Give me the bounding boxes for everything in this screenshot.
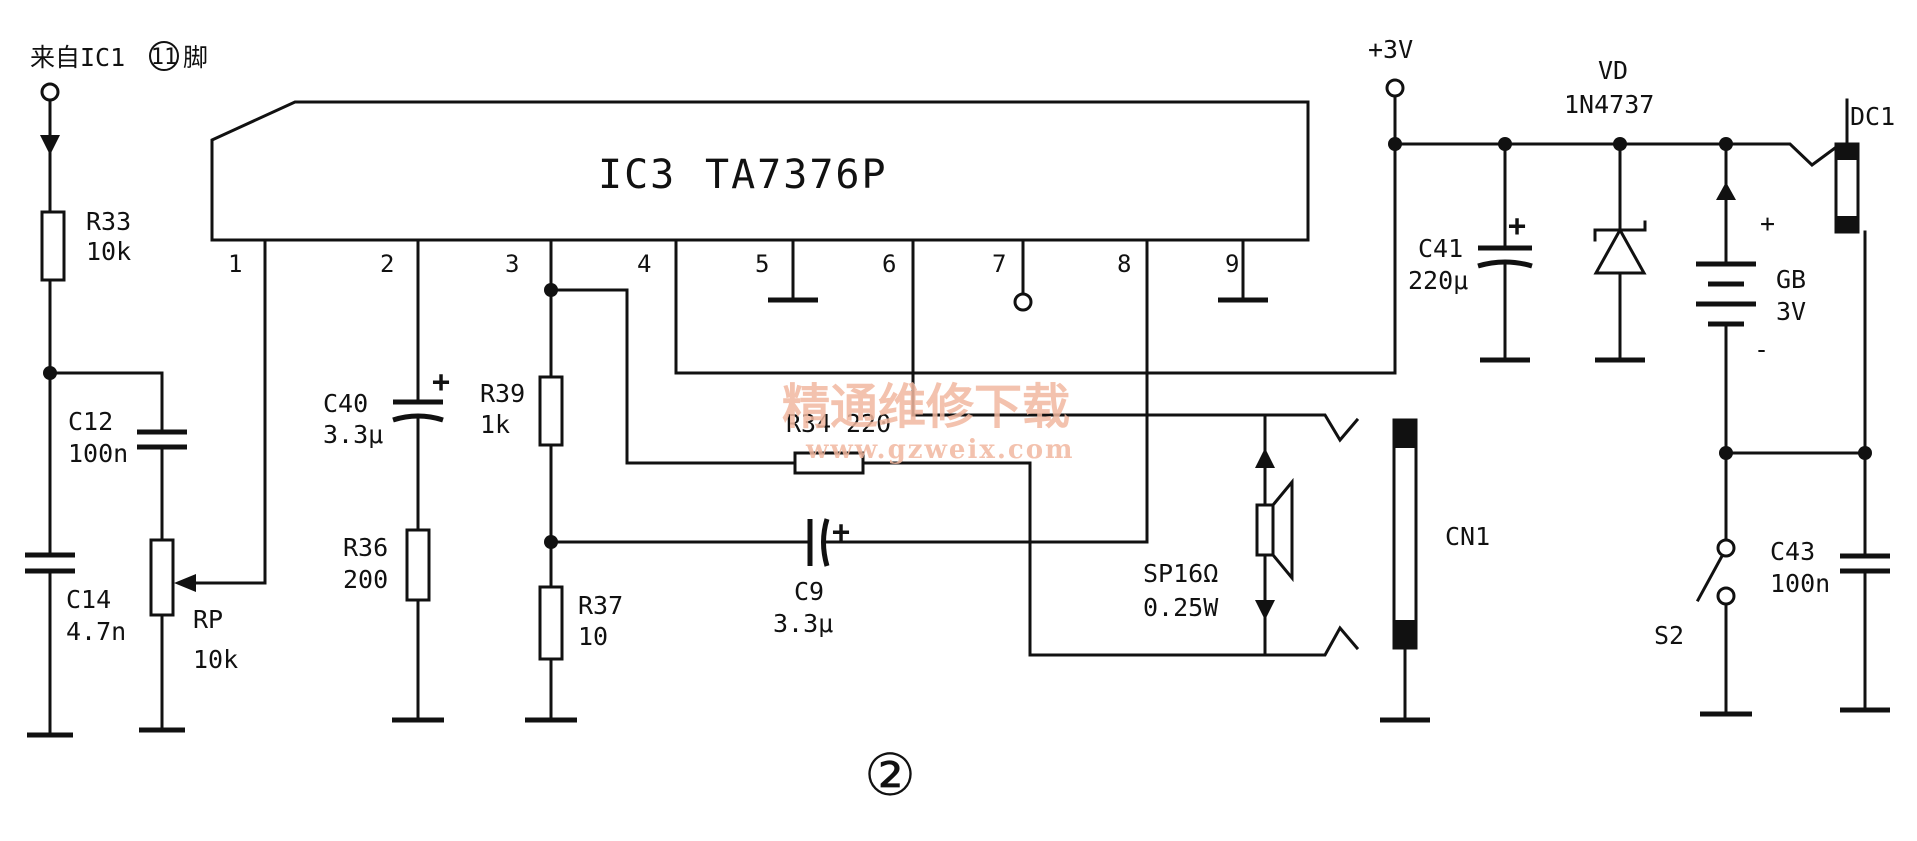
r33-ref: R33: [86, 207, 131, 236]
pin-4: 4: [637, 250, 651, 278]
pin-7: 7: [992, 250, 1006, 278]
diode-icon: [1593, 226, 1647, 275]
vd-value: 1N4737: [1564, 90, 1654, 119]
c9-value: 3.3μ: [773, 609, 833, 638]
watermark: 精通维修下载 www.gzweix.com: [782, 379, 1075, 465]
resistor-r39: R39 1k: [480, 375, 564, 447]
pin-6: 6: [882, 250, 896, 278]
gb-minus: -: [1754, 335, 1769, 364]
supply-terminal: +3V: [1368, 35, 1413, 98]
resistor-r36: R36 200: [343, 528, 431, 602]
c40-value: 3.3μ: [323, 420, 383, 449]
battery-gb: + - GB 3V: [1696, 142, 1806, 364]
ic3-package: IC3 TA7376P: [210, 100, 1310, 242]
speaker-icon: [1255, 503, 1275, 557]
input-pin-number: 11: [151, 45, 178, 70]
r34-ref: R34: [786, 409, 831, 438]
vd-ref: VD: [1598, 56, 1628, 85]
capacitor-c41: + C41 220μ: [1408, 142, 1533, 363]
supply-node: [1385, 78, 1405, 98]
arrow-up-icon: [1716, 182, 1736, 200]
input-pin-circle: [149, 41, 179, 71]
c14-ref: C14: [66, 585, 111, 614]
capacitor-c40: + C40 3.3μ: [323, 365, 450, 449]
switch-s2: S2: [1654, 538, 1752, 717]
resistor-r34: R34 220: [786, 409, 891, 475]
arrow-up-icon: [1255, 448, 1275, 468]
c43-value: 100n: [1770, 569, 1830, 598]
s2-ref: S2: [1654, 621, 1684, 650]
ic-part: TA7376P: [705, 152, 888, 198]
capacitor-c43: C43 100n: [1770, 537, 1890, 713]
capacitor-c12: C12 100n: [68, 407, 187, 468]
c41-value: 220μ: [1408, 266, 1468, 295]
c12-value: 100n: [68, 439, 128, 468]
ic-pin-numbers: 1 2 3 4 5 6 7 8 9: [228, 250, 1239, 278]
pin-3: 3: [505, 250, 519, 278]
input-label: 来自IC1: [30, 43, 125, 72]
signal-arrow-icon: [40, 135, 60, 155]
c12-ref: C12: [68, 407, 113, 436]
resistor-r33: R33 10k: [40, 207, 131, 282]
c40-ref: C40: [323, 389, 368, 418]
c40-polarity: +: [432, 365, 450, 400]
r39-value: 1k: [480, 410, 510, 439]
figure-number: ②: [864, 741, 916, 809]
input-suffix: 脚: [183, 43, 208, 72]
zener-vd: VD 1N4737: [1564, 56, 1654, 363]
pin-9: 9: [1225, 250, 1239, 278]
capacitor-c9: + C9 3.3μ: [773, 515, 850, 638]
cn1-ref: CN1: [1445, 522, 1490, 551]
r33-value: 10k: [86, 237, 131, 266]
watermark-text: 精通维修下载: [782, 379, 1070, 435]
sp-ref: SP16Ω: [1143, 559, 1218, 588]
r37-value: 10: [578, 622, 608, 651]
c14-value: 4.7n: [66, 617, 126, 646]
resistor-r37: R37 10: [538, 585, 623, 661]
c41-ref: C41: [1418, 234, 1463, 263]
ic-ref: IC3: [598, 152, 676, 198]
r37-ref: R37: [578, 591, 623, 620]
r34-value: 220: [846, 409, 891, 438]
potentiometer-rp: RP 10k: [149, 238, 267, 674]
c43-ref: C43: [1770, 537, 1815, 566]
r36-value: 200: [343, 565, 388, 594]
gb-ref: GB: [1776, 265, 1806, 294]
c41-polarity: +: [1508, 209, 1526, 244]
pin7-test-point: [1013, 292, 1033, 312]
sp-value: 0.25W: [1143, 593, 1219, 622]
watermark-url: www.gzweix.com: [805, 435, 1075, 465]
speaker-sp: SP16Ω 0.25W: [1143, 413, 1294, 657]
capacitor-c14: C14 4.7n: [25, 552, 126, 646]
input-node: [40, 82, 60, 102]
c9-ref: C9: [794, 577, 824, 606]
gb-value: 3V: [1776, 297, 1806, 326]
rp-value: 10k: [193, 645, 238, 674]
jack-dc1: DC1: [1834, 98, 1895, 557]
pin-2: 2: [380, 250, 394, 278]
supply-label: +3V: [1368, 35, 1413, 64]
gb-plus: +: [1760, 209, 1775, 238]
rp-ref: RP: [193, 605, 223, 634]
arrow-down-icon: [1255, 600, 1275, 620]
junction-dot: [1388, 137, 1402, 151]
jack-cn1: CN1: [1263, 413, 1490, 723]
pin-1: 1: [228, 250, 242, 278]
input-terminal: 来自IC1 11 脚: [30, 41, 208, 214]
r39-ref: R39: [480, 379, 525, 408]
pin-5: 5: [755, 250, 769, 278]
c9-polarity: +: [832, 515, 850, 550]
wiper-arrow-icon: [174, 574, 196, 592]
pin-8: 8: [1117, 250, 1131, 278]
r36-ref: R36: [343, 533, 388, 562]
dc1-ref: DC1: [1850, 102, 1895, 131]
